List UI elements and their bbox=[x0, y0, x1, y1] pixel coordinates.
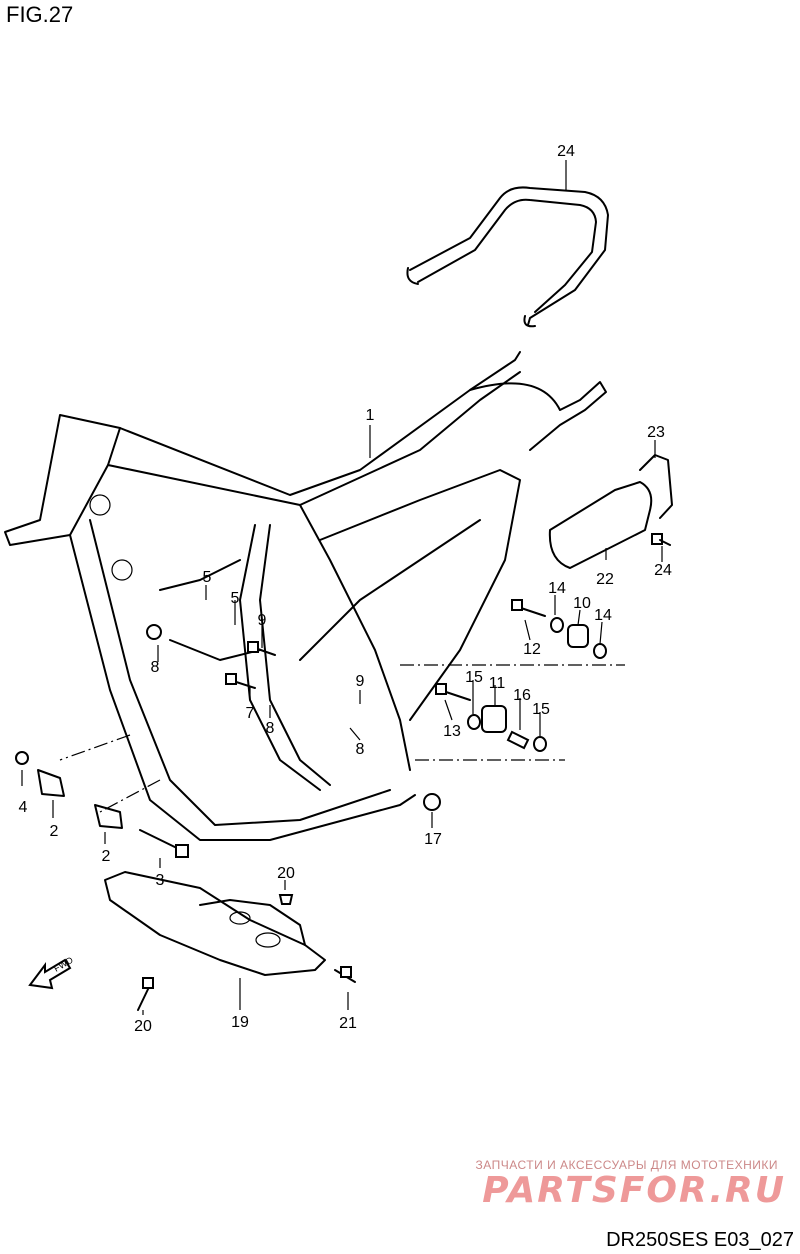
callout-10: 10 bbox=[573, 595, 591, 612]
callout-23: 23 bbox=[647, 424, 665, 441]
callout-14-a: 14 bbox=[548, 580, 566, 597]
callout-20-a: 20 bbox=[134, 1018, 152, 1035]
rear-carrier bbox=[406, 186, 609, 328]
callout-24: 24 bbox=[654, 562, 672, 579]
callout-13: 13 bbox=[443, 723, 461, 740]
callout-numbers: 24 1 23 22 24 14 10 14 12 15 11 16 15 13… bbox=[19, 143, 672, 1035]
callout-16: 16 bbox=[513, 687, 531, 704]
callout-21: 24 bbox=[557, 143, 575, 160]
callout-2-b: 2 bbox=[102, 848, 111, 865]
watermark-tagline: ЗАПЧАСТИ И АКСЕССУАРЫ ДЛЯ МОТОТЕХНИКИ bbox=[475, 1158, 778, 1172]
callout-5-b: 5 bbox=[231, 590, 240, 607]
figure-title: FIG.27 bbox=[6, 2, 74, 27]
callout-6: 7 bbox=[246, 705, 255, 722]
callout-4: 4 bbox=[19, 799, 28, 816]
callout-1: 1 bbox=[366, 407, 375, 424]
callout-17: 17 bbox=[424, 831, 442, 848]
callout-7: 8 bbox=[151, 659, 160, 676]
callout-11: 11 bbox=[489, 675, 506, 692]
callout-3: 3 bbox=[156, 872, 165, 889]
callout-8-b: 8 bbox=[356, 741, 365, 758]
leader-lines bbox=[59, 664, 625, 813]
callout-15-a: 15 bbox=[465, 669, 483, 686]
side-cover bbox=[548, 454, 673, 569]
callout-19: 20 bbox=[277, 865, 295, 882]
callout-22: 22 bbox=[596, 571, 614, 588]
callout-5-a: 5 bbox=[203, 569, 212, 586]
callout-9-b: 9 bbox=[356, 673, 365, 690]
nuts-washers bbox=[15, 617, 607, 905]
engine-brackets bbox=[37, 769, 123, 829]
callout-12: 12 bbox=[523, 641, 541, 658]
fwd-arrow-icon: FWD bbox=[28, 955, 75, 990]
callout-18: 19 bbox=[231, 1014, 249, 1031]
callout-2-a: 2 bbox=[50, 823, 59, 840]
skid-plate bbox=[104, 871, 326, 976]
bolt-set bbox=[137, 533, 671, 1011]
callout-14-b: 14 bbox=[594, 607, 612, 624]
callout-8-a: 8 bbox=[266, 720, 275, 737]
callout-leaders bbox=[21, 160, 663, 1015]
watermark-logo: PARTSFOR.RU bbox=[482, 1170, 786, 1211]
figure-code: DR250SES E03_027 bbox=[606, 1229, 794, 1251]
main-frame bbox=[4, 351, 607, 841]
callout-20-b: 21 bbox=[339, 1015, 357, 1032]
callout-15-b: 15 bbox=[532, 701, 550, 718]
callout-9-a: 9 bbox=[258, 612, 267, 629]
